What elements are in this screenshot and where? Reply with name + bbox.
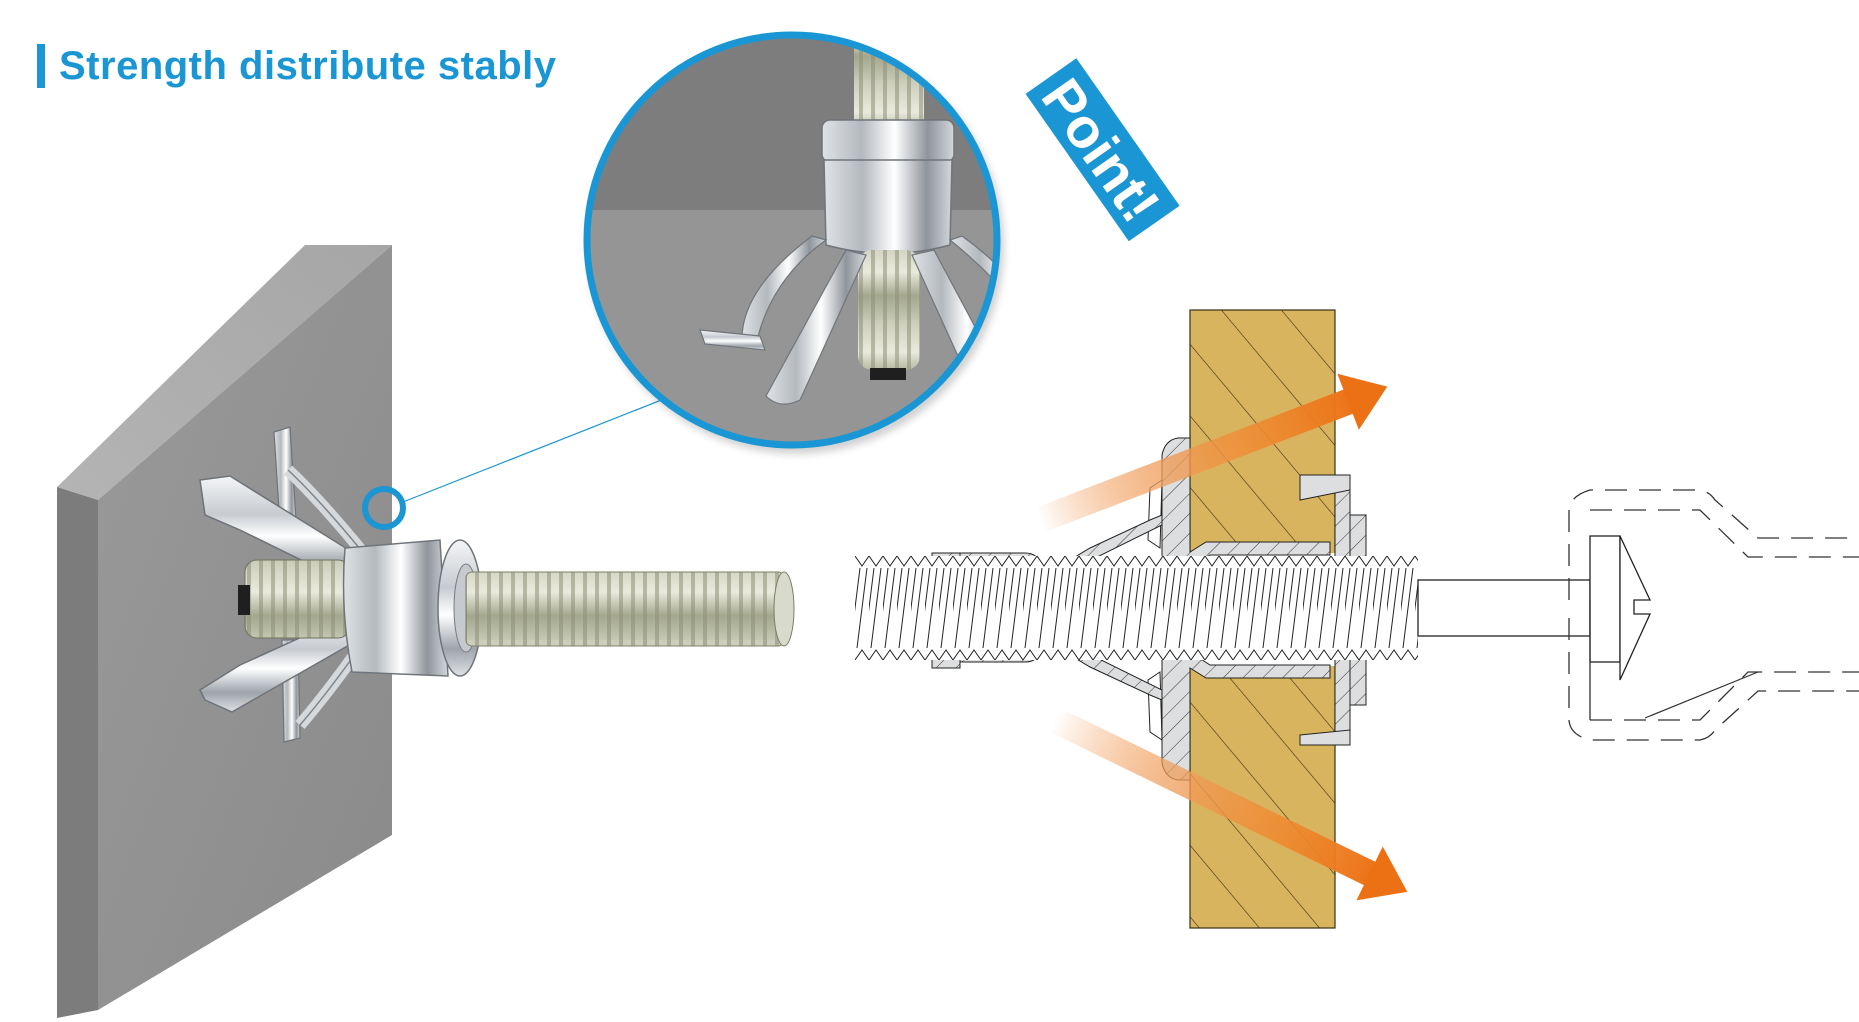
zoom-detail [583,31,1004,454]
photo-anchor-in-board [57,245,795,1018]
section-bolt-shank [1417,579,1591,637]
anchor-bolt [465,571,795,647]
screw-head [1589,535,1652,681]
force-arrow-up [1035,373,1388,533]
board-top-face [57,245,392,500]
force-arrow-down [1049,708,1408,901]
title-text: Strength distribute stably [59,44,557,88]
focus-ring [362,486,406,530]
anchor-legs [199,426,370,743]
board-side-face [57,487,98,1018]
fixture-outline [1568,489,1859,741]
section-bolt-threads [855,556,1418,660]
anchor-collar [342,539,483,677]
callout-leader-line [402,381,708,503]
point-badge: Point! [1025,58,1180,242]
cross-section [855,309,1859,929]
page-title: Strength distribute stably [37,42,557,90]
title-accent-bar [37,44,45,88]
point-badge-text: Point! [1030,67,1173,233]
